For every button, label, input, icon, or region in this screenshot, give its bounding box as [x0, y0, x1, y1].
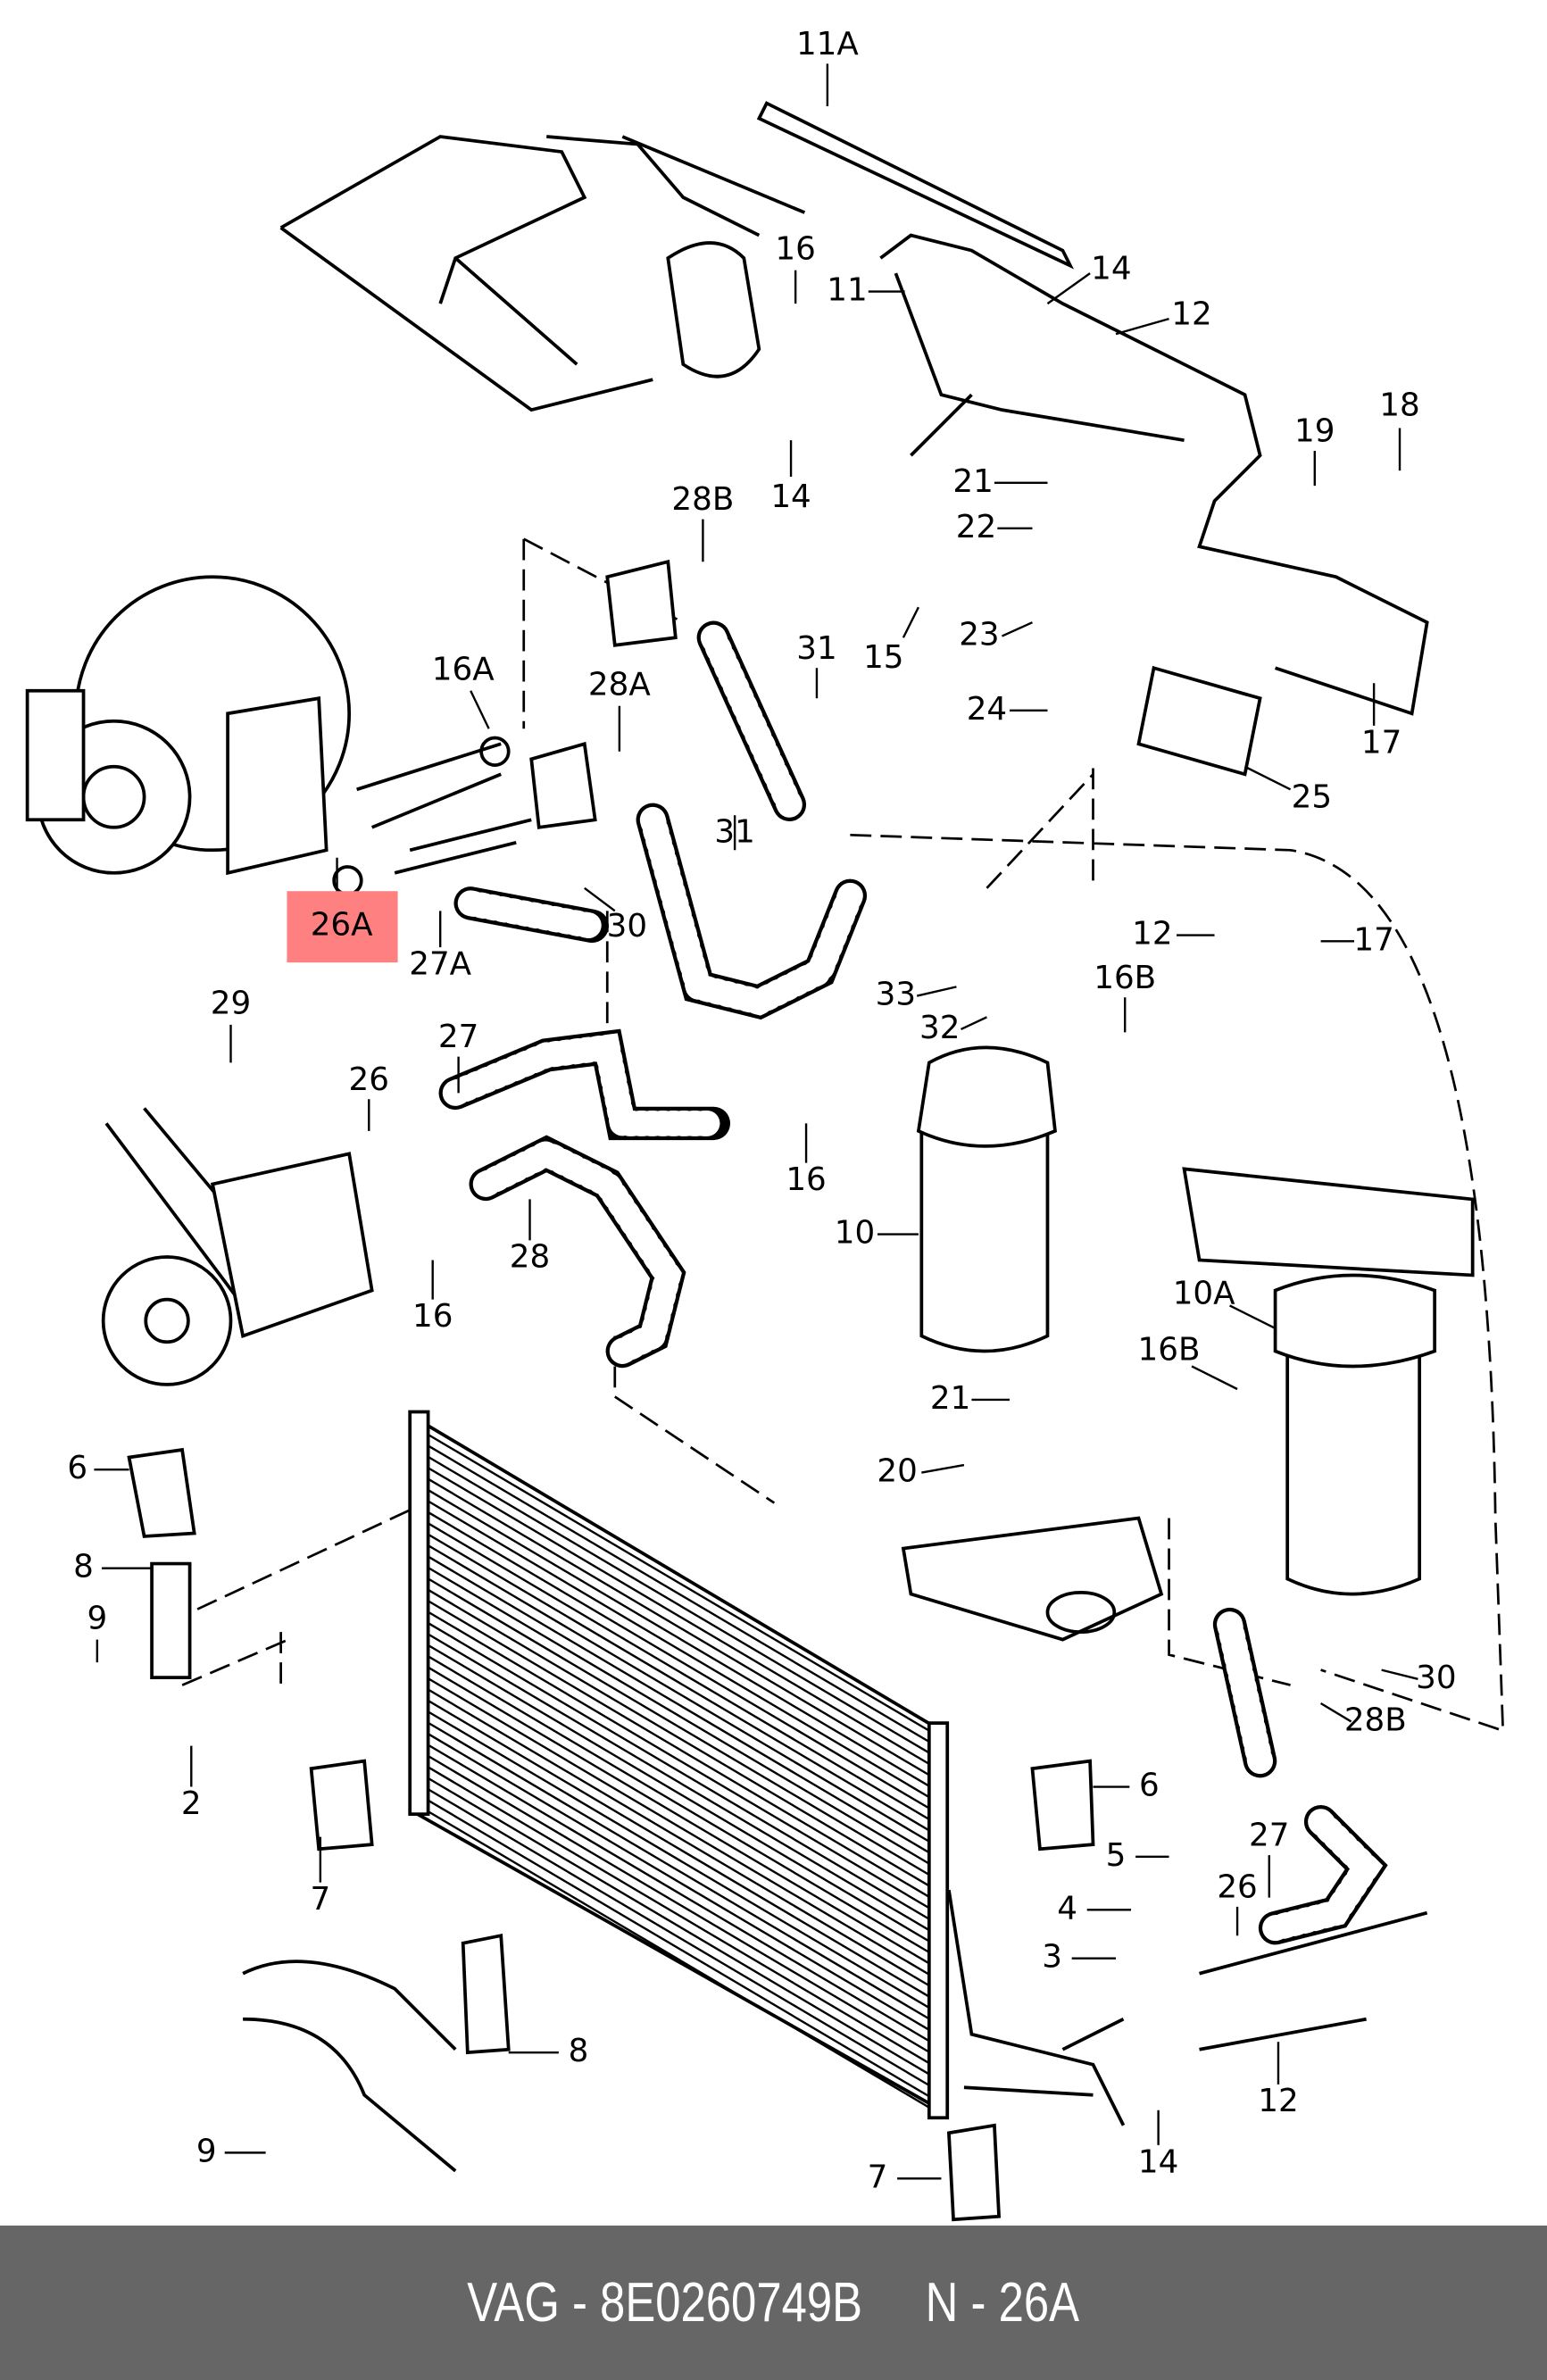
part-label-8: 8 — [73, 1549, 94, 1585]
part-label-10: 10 — [835, 1215, 875, 1252]
part-label-18: 18 — [1379, 387, 1419, 424]
part-label-5: 5 — [1106, 1837, 1127, 1874]
condenser-fin — [427, 1533, 930, 1832]
condenser-fin — [427, 1489, 930, 1787]
part-label-23: 23 — [959, 617, 999, 653]
part-label-26a: 26A — [311, 906, 373, 943]
part-label-21: 21 — [930, 1380, 970, 1417]
part-label-11: 11 — [827, 272, 867, 309]
part-label-16b: 16B — [1094, 960, 1156, 996]
condenser-fin — [427, 1566, 930, 1865]
condenser-fin — [427, 1777, 930, 2076]
part-label-17: 17 — [1361, 724, 1401, 761]
condenser-fin — [427, 1733, 930, 2031]
condenser-fin — [427, 1810, 930, 2109]
part-label-28b: 28B — [671, 481, 734, 518]
condenser-fin — [427, 1433, 930, 1732]
condenser-fin — [427, 1467, 930, 1765]
part-label-14: 14 — [1138, 2143, 1178, 2180]
part-label-33: 33 — [876, 977, 916, 1013]
part-label-27: 27 — [1249, 1818, 1289, 1854]
condenser-fin — [427, 1610, 930, 1910]
condenser-fin — [427, 1510, 930, 1810]
part-label-10a: 10A — [1173, 1276, 1235, 1312]
condenser-fin — [427, 1688, 930, 1987]
part-label-12: 12 — [1132, 916, 1172, 953]
part-label-29: 29 — [211, 986, 251, 1022]
part-label-14: 14 — [770, 478, 811, 515]
part-label-15: 15 — [863, 639, 903, 676]
condenser-fin — [427, 1455, 930, 1754]
footer-text: VAG - 8E0260749B N - 26A — [467, 2272, 1080, 2334]
condenser-fin — [427, 1743, 930, 2043]
condenser-fin — [427, 1699, 930, 1998]
part-label-20: 20 — [877, 1453, 917, 1490]
part-label-31: 31 — [714, 814, 754, 851]
part-label-21: 21 — [952, 463, 993, 500]
condenser-fin — [427, 1588, 930, 1887]
part-label-6: 6 — [67, 1450, 87, 1486]
part-label-26: 26 — [349, 1061, 389, 1098]
part-number-footer: VAG - 8E0260749B N - 26A — [0, 2226, 1547, 2380]
part-label-24: 24 — [967, 691, 1007, 728]
condenser-fin — [427, 1788, 930, 2086]
condenser-fin — [427, 1577, 930, 1877]
condenser-fin — [427, 1555, 930, 1854]
part-label-25: 25 — [1292, 778, 1332, 815]
part-label-16: 16 — [775, 231, 815, 268]
part-label-30: 30 — [1416, 1660, 1456, 1696]
part-label-3: 3 — [1042, 1939, 1062, 1976]
part-label-7: 7 — [310, 1881, 330, 1918]
part-label-2: 2 — [181, 1785, 202, 1822]
part-label-14: 14 — [1091, 251, 1131, 287]
part-label-26: 26 — [1217, 1868, 1257, 1905]
part-label-31: 31 — [796, 630, 836, 667]
part-label-16: 16 — [412, 1298, 453, 1335]
condenser-fin — [427, 1444, 930, 1743]
part-label-6: 6 — [1139, 1768, 1160, 1804]
condenser-fin — [427, 1600, 930, 1898]
condenser-fin — [427, 1477, 930, 1777]
part-label-16b: 16B — [1138, 1331, 1201, 1368]
part-label-16a: 16A — [432, 652, 495, 688]
part-label-27: 27 — [438, 1019, 478, 1055]
part-label-7: 7 — [868, 2159, 888, 2195]
part-label-28b: 28B — [1344, 1702, 1407, 1738]
part-label-12: 12 — [1171, 296, 1211, 333]
condenser-fin — [427, 1677, 930, 1976]
condenser-fin — [427, 1633, 930, 1932]
condenser-fin — [427, 1500, 930, 1799]
condenser-fin — [427, 1754, 930, 2053]
condenser-fin — [427, 1644, 930, 1943]
part-label-22: 22 — [956, 509, 996, 545]
part-label-30: 30 — [607, 908, 647, 945]
part-label-27a: 27A — [409, 946, 471, 983]
condenser-fin — [427, 1710, 930, 2009]
part-label-4: 4 — [1057, 1890, 1077, 1926]
part-label-9: 9 — [196, 2133, 217, 2169]
part-label-9: 9 — [87, 1600, 107, 1636]
part-label-32: 32 — [919, 1010, 960, 1046]
condenser-fin — [427, 1799, 930, 2098]
part-label-28: 28 — [510, 1239, 550, 1276]
part-label-28a: 28A — [588, 667, 651, 703]
part-label-19: 19 — [1294, 413, 1335, 450]
part-label-16: 16 — [786, 1161, 826, 1198]
part-label-12: 12 — [1258, 2083, 1298, 2119]
condenser-fin — [427, 1721, 930, 2020]
condenser-fin — [427, 1766, 930, 2065]
condenser-fin — [427, 1522, 930, 1820]
diagram-drawing — [25, 63, 1505, 2222]
condenser-fin — [427, 1544, 930, 1843]
condenser-fin — [427, 1622, 930, 1920]
part-label-8: 8 — [569, 2033, 589, 2069]
part-label-11a: 11A — [796, 26, 859, 62]
condenser-fin — [427, 1655, 930, 1953]
highlight-box-26A — [287, 891, 398, 963]
part-label-17: 17 — [1353, 921, 1393, 958]
condenser-fin — [427, 1666, 930, 1965]
